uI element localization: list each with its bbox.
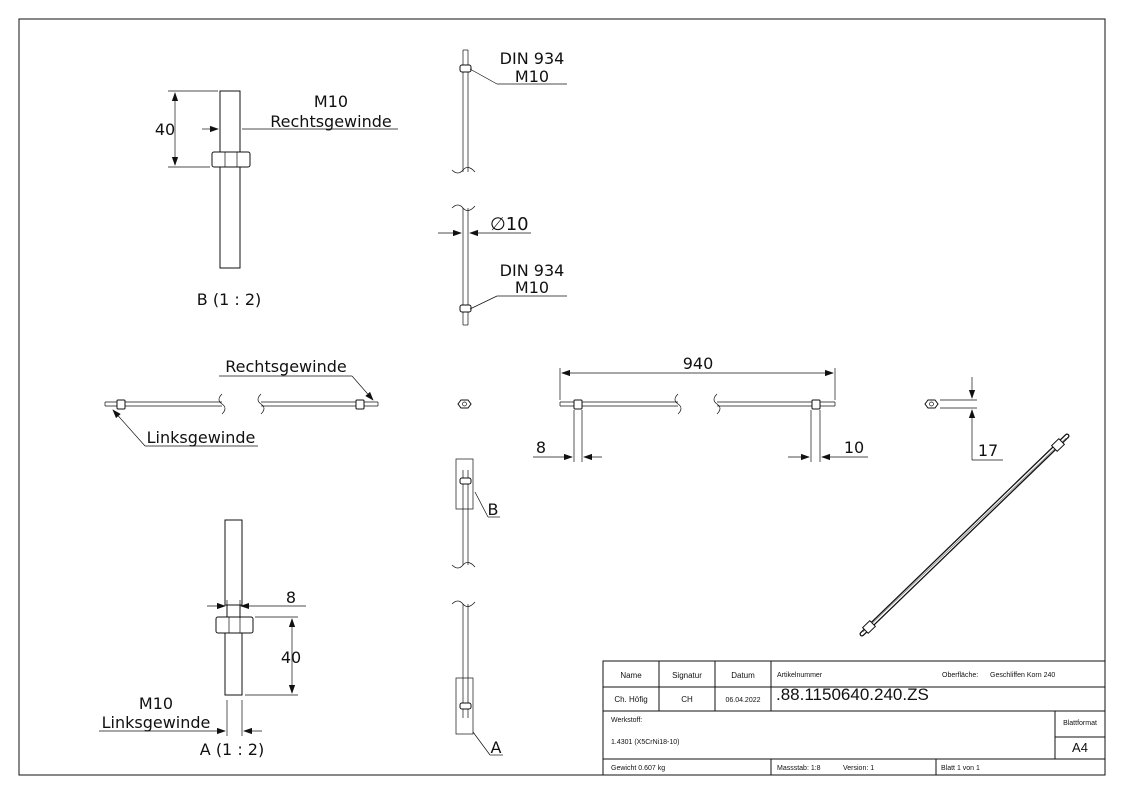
drawer-signature: CH [681, 695, 693, 704]
detail-b-view: 40 M10 Rechtsgewinde B (1 : 2) [155, 90, 398, 309]
header-date: Datum [731, 671, 755, 680]
total-length-dim: 940 [683, 354, 714, 373]
dimension-view: 940 8 10 [533, 354, 868, 462]
detail-b-length-dim: 40 [155, 120, 175, 139]
detail-b-marker-box [455, 458, 474, 510]
material-value: 1.4301 (X5CrNi18-10) [611, 739, 679, 746]
top-nut-standard: DIN 934 [500, 49, 565, 68]
detail-a-rod-bottom [224, 632, 243, 696]
isometric-view [859, 433, 1070, 637]
bottom-nut-standard: DIN 934 [500, 261, 565, 280]
sheet-number: Blatt 1 von 1 [941, 765, 980, 772]
header-name: Name [620, 671, 642, 680]
drawing-date: 06.04.2022 [725, 697, 760, 704]
marker-a-label: A [491, 738, 502, 757]
diameter-label: ∅10 [490, 214, 529, 235]
detail-a-caption: A (1 : 2) [200, 740, 264, 759]
bottom-nut-size: M10 [515, 278, 549, 297]
front-right-thread-label: Rechtsgewinde [225, 357, 346, 376]
article-number: .88.1150640.240.ZS [776, 685, 929, 704]
end-view-right: 17 [924, 377, 1003, 461]
top-nut-size: M10 [515, 67, 549, 86]
detail-a-rod-top [224, 519, 243, 606]
sheet-format-label: Blattformat [1063, 720, 1097, 727]
diameter-value: 10 [506, 214, 529, 235]
surface-label: Oberfläche: [942, 672, 978, 679]
end-view-center [457, 399, 472, 409]
material-label: Werkstoff: [611, 717, 642, 724]
detail-b-thread-size: M10 [314, 92, 348, 111]
detail-b-thread-type: Rechtsgewinde [270, 112, 391, 131]
sheet-border [18, 18, 1106, 776]
title-block: Name Signatur Datum Ch. Höfig CH 06.04.2… [602, 660, 1106, 776]
drawer-name: Ch. Höfig [614, 695, 647, 704]
front-view: Rechtsgewinde Linksgewinde [104, 357, 379, 447]
front-left-thread-label: Linksgewinde [147, 428, 256, 447]
detail-a-marker-box [455, 677, 474, 735]
lower-vertical-view: B A [451, 458, 503, 757]
top-nut [459, 64, 472, 73]
diameter-symbol: ∅ [490, 214, 506, 235]
nut-height-dim: 17 [978, 441, 998, 460]
surface-value: Geschliffen Korn 240 [990, 672, 1055, 679]
left-offset-dim: 8 [536, 438, 546, 457]
detail-a-view: 8 40 M10 Linksgewinde A (1 : 2) [99, 519, 306, 759]
detail-b-nut [211, 151, 251, 168]
bottom-nut [459, 304, 472, 313]
scale: Massstab: 1:8 [777, 765, 821, 772]
sheet-format-value: A4 [1072, 740, 1088, 755]
marker-b-label: B [488, 500, 499, 519]
version: Version: 1 [843, 765, 874, 772]
side-view: DIN 934 M10 ∅10 DIN 934 M10 [438, 49, 567, 326]
detail-a-width-dim: 8 [286, 588, 296, 607]
article-label: Artikelnummer [777, 672, 823, 679]
detail-b-rod [219, 90, 241, 269]
detail-b-caption: B (1 : 2) [197, 290, 261, 309]
detail-a-length-dim: 40 [281, 648, 301, 667]
header-signature: Signatur [672, 671, 702, 680]
weight: Gewicht 0.607 kg [611, 765, 665, 772]
right-offset-dim: 10 [844, 438, 864, 457]
detail-a-thread-size: M10 [139, 694, 173, 713]
detail-a-nut [215, 616, 254, 634]
detail-a-thread-type: Linksgewinde [102, 713, 211, 732]
